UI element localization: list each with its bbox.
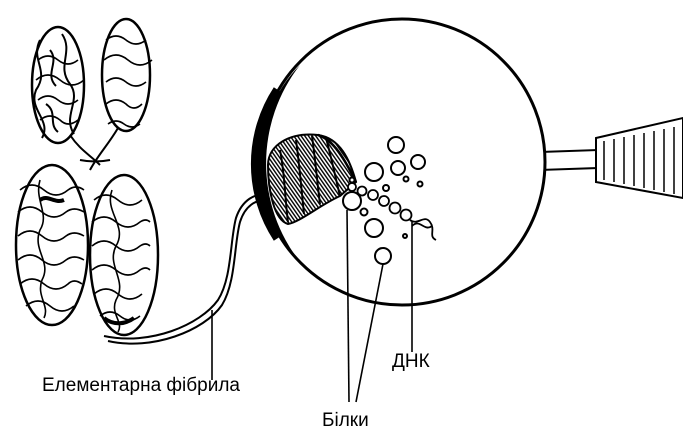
- proteins-label: Білки: [322, 411, 369, 430]
- magnifier-handle: [540, 118, 683, 198]
- elementary-fibril-label: Елементарна фібрила: [42, 376, 240, 395]
- chromosome: [16, 19, 158, 335]
- dna-label: ДНК: [392, 352, 430, 371]
